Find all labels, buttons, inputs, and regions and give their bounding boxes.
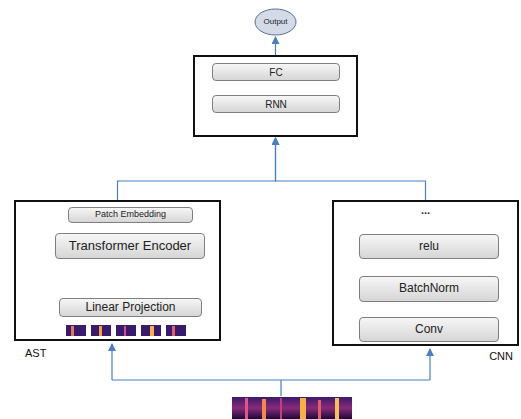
connector-arrow xyxy=(275,37,276,55)
batchnorm-layer: BatchNorm xyxy=(359,276,499,302)
node-label: Output xyxy=(263,18,287,27)
connector-arrow xyxy=(276,138,426,200)
transformer-encoder: Transformer Encoder xyxy=(55,233,205,259)
cnn-branch: ...CNNreluBatchNormConv xyxy=(332,200,519,346)
node-label: Linear Projection xyxy=(85,301,175,314)
decoder-box: FC RNN xyxy=(193,55,358,137)
ast-branch: ASTPatch EmbeddingTransformer EncoderLin… xyxy=(14,200,221,341)
relu-layer: relu xyxy=(359,234,499,259)
node-label: CNN xyxy=(489,350,513,362)
connector-arrow xyxy=(118,138,276,200)
node-label: Transformer Encoder xyxy=(69,239,191,253)
node-label: RNN xyxy=(265,99,287,110)
conv-layer: Conv xyxy=(359,317,499,342)
node-label: FC xyxy=(269,67,282,78)
spectrogram-patches xyxy=(66,325,186,336)
node-label: Conv xyxy=(415,323,443,336)
spectrogram xyxy=(232,397,352,419)
input-wires xyxy=(112,344,430,396)
node-label: AST xyxy=(25,347,46,359)
fc-layer: FC xyxy=(212,63,340,81)
rnn-layer: RNN xyxy=(212,95,340,113)
linear-projection: Linear Projection xyxy=(59,298,202,317)
node-label: BatchNorm xyxy=(399,282,459,295)
node-label: relu xyxy=(419,240,439,253)
patch-embedding: Patch Embedding xyxy=(68,207,193,223)
output-ellipse: Output xyxy=(254,8,297,36)
node-label: Patch Embedding xyxy=(95,210,166,220)
node-label: ... xyxy=(334,204,517,216)
